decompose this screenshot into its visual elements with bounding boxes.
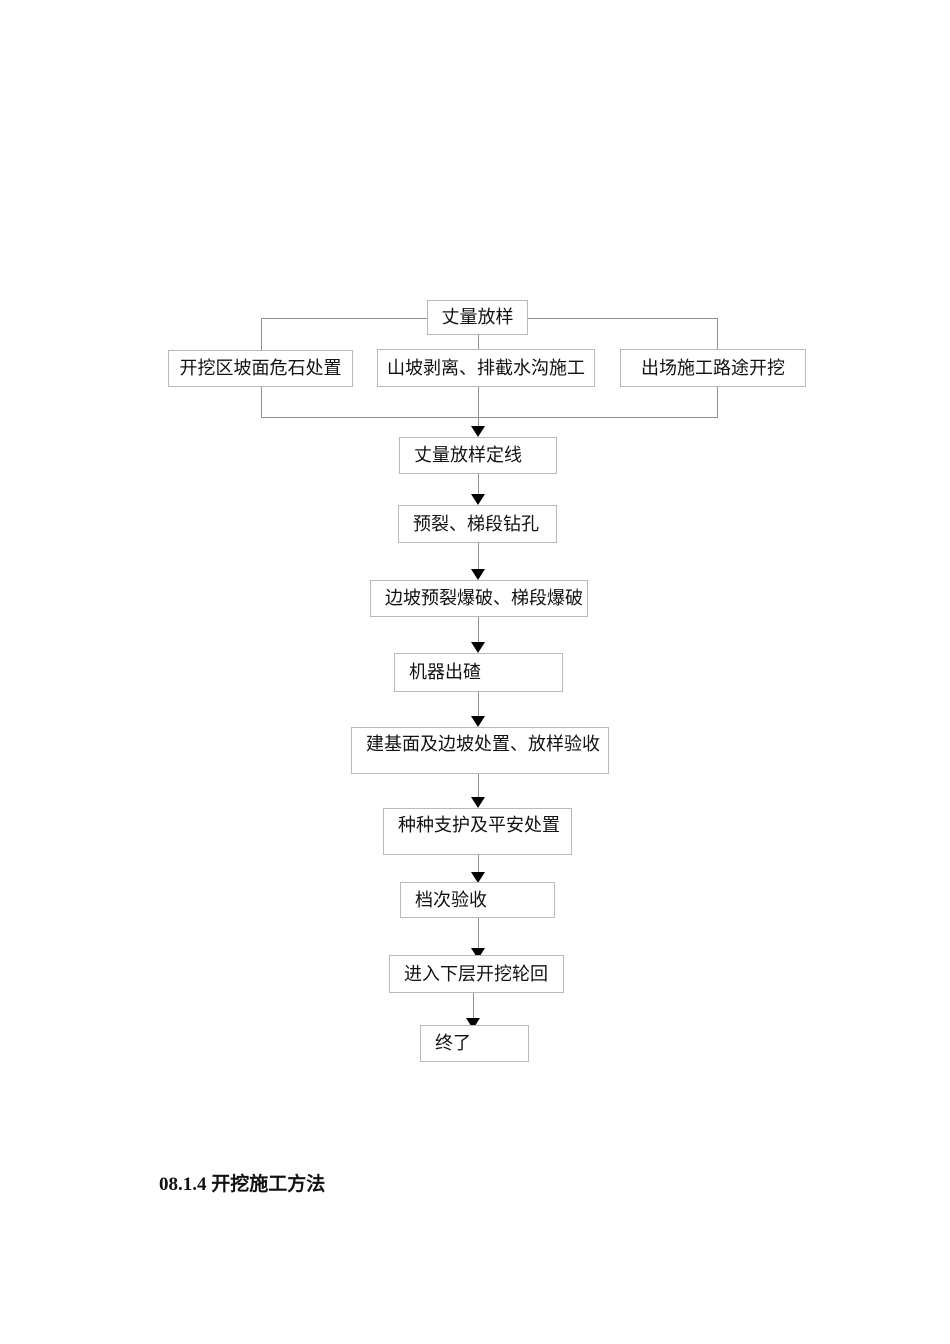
flow-node-survey-setout: 丈量放样	[427, 300, 528, 335]
connector-drilling-to-blasting	[478, 543, 479, 573]
flow-node-label: 预裂、梯段钻孔	[413, 513, 539, 534]
flow-node-label: 终了	[435, 1033, 471, 1054]
flow-node-presplit-bench-drilling: 预裂、梯段钻孔	[398, 505, 557, 543]
flow-node-label: 丈量放样	[441, 307, 514, 328]
connector-mucking-to-foundation	[478, 692, 479, 721]
connector-next-layer-to-end	[473, 993, 474, 1023]
flow-node-label: 丈量放样定线	[414, 445, 522, 466]
merge-drop-left	[261, 387, 262, 418]
flow-node-foundation-slope-treatment-acceptance: 建基面及边坡处置、放样验收	[351, 727, 609, 774]
flow-node-hillside-stripping-drainage: 山坡剥离、排截水沟施工	[377, 349, 595, 387]
arrow-to-blasting	[471, 569, 485, 580]
connector-blasting-to-mucking	[478, 617, 479, 646]
merge-drop-middle	[478, 387, 479, 430]
flow-node-grade-acceptance: 档次验收	[400, 882, 555, 918]
connector-foundation-to-support	[478, 774, 479, 802]
arrow-to-setout-line	[471, 426, 485, 437]
arrow-to-drilling	[471, 494, 485, 505]
fork-branch-middle	[478, 335, 479, 350]
flow-node-label: 种种支护及平安处置	[398, 815, 560, 835]
arrow-to-grade-acceptance	[471, 872, 485, 883]
flow-node-label: 山坡剥离、排截水沟施工	[387, 357, 585, 378]
arrow-to-foundation	[471, 716, 485, 727]
merge-drop-right	[717, 387, 718, 418]
flow-node-various-support-safety-treatment: 种种支护及平安处置	[383, 808, 572, 855]
flow-node-slope-presplit-bench-blasting: 边坡预裂爆破、梯段爆破	[370, 580, 588, 617]
arrow-to-support	[471, 797, 485, 808]
fork-branch-left	[261, 318, 262, 350]
flow-node-survey-setout-alignment: 丈量放样定线	[399, 437, 557, 474]
flow-node-label: 进入下层开挖轮回	[404, 963, 548, 984]
flow-node-label: 建基面及边坡处置、放样验收	[366, 734, 600, 754]
connector-setout-to-drilling	[478, 474, 479, 498]
section-caption: 08.1.4 开挖施工方法	[159, 1174, 326, 1195]
flow-node-label: 机器出碴	[409, 662, 481, 683]
flow-node-site-access-road-excavation: 出场施工路途开挖	[620, 349, 806, 387]
flow-node-mechanical-mucking: 机器出碴	[394, 653, 563, 692]
arrow-to-next-layer	[471, 948, 485, 959]
connector-support-to-grade-acceptance	[478, 855, 479, 877]
flow-node-slope-loose-rock-treatment: 开挖区坡面危石处置	[168, 350, 353, 387]
flow-node-label: 出场施工路途开挖	[641, 357, 785, 378]
arrow-to-mucking	[471, 642, 485, 653]
connector-grade-to-next-layer	[478, 918, 479, 955]
flow-node-label: 边坡预裂爆破、梯段爆破	[385, 588, 583, 609]
fork-branch-right	[717, 318, 718, 350]
flow-node-label: 档次验收	[415, 889, 487, 910]
merge-bus-line	[261, 417, 718, 418]
flow-node-end: 终了	[420, 1025, 529, 1062]
flow-node-label: 开挖区坡面危石处置	[179, 358, 342, 379]
arrow-to-end	[466, 1018, 480, 1029]
flow-node-enter-next-layer-cycle: 进入下层开挖轮回	[389, 955, 564, 993]
